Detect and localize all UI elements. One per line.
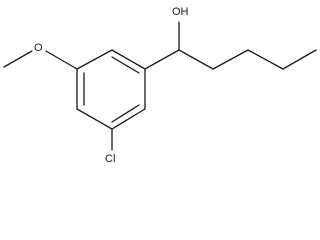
bond-chain-2 [212, 49, 249, 70]
ring-double-bond-inner-1 [111, 56, 140, 74]
ring-bond-c2-c3 [76, 49, 113, 70]
structure-canvas: OH O Cl [3, 6, 317, 165]
methoxy-oxygen-label: O [34, 42, 43, 54]
bond-chain-1 [178, 49, 214, 70]
bond-chain-3 [247, 49, 284, 70]
bond-chain-4 [282, 49, 317, 70]
molecule-drawing: OH O Cl [3, 6, 317, 165]
hydroxyl-label: OH [172, 6, 189, 18]
ring-bond-c4-c5 [76, 108, 113, 130]
bond-ring-to-carbinol [144, 49, 180, 70]
chlorine-label: Cl [105, 153, 115, 165]
ring-bond-c5-c6 [111, 108, 146, 130]
bond-ring-to-methoxy-o [45, 50, 78, 70]
atom-label-layer: OH O Cl [34, 6, 189, 165]
ring-bond-c1-c2 [111, 49, 146, 70]
bond-methoxy-o-to-methyl [3, 50, 33, 68]
bond-layer [3, 21, 317, 151]
ring-double-bond-inner-3 [111, 104, 140, 123]
